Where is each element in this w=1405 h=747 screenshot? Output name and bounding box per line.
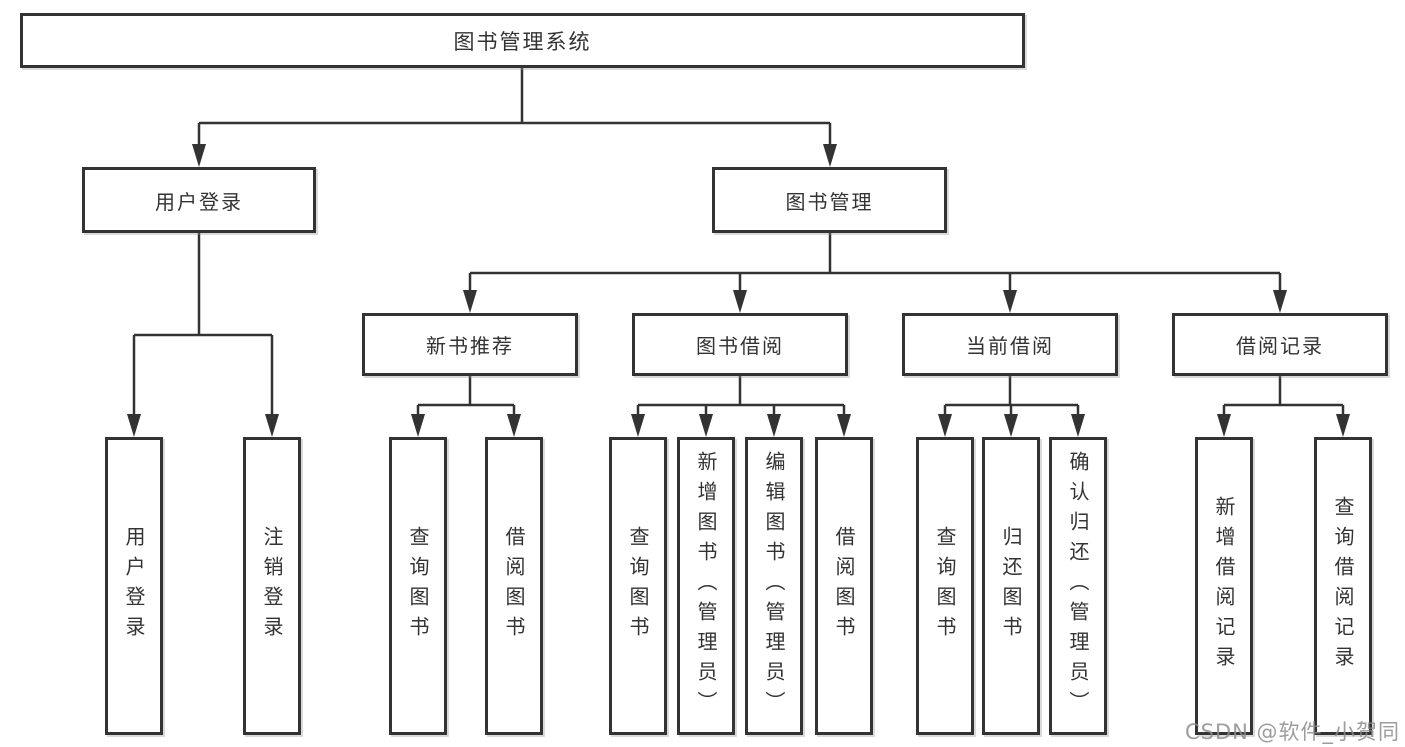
node-system-root: 图书管理系统: [20, 13, 1025, 68]
leaf-logout: 注销登录: [243, 437, 301, 735]
leaf-query-books-borrowing: 查询图书: [609, 437, 667, 735]
leaf-query-books-current: 查询图书: [916, 437, 974, 735]
watermark: CSDN @软件_小贺同学: [1185, 720, 1401, 744]
leaf-user-login: 用户登录: [105, 437, 163, 735]
node-current-borrowing: 当前借阅: [902, 313, 1118, 376]
leaf-add-book-admin: 新增图书（管理员）: [677, 437, 735, 735]
leaf-query-borrow-record: 查询借阅记录: [1314, 437, 1372, 735]
arrowheads: [127, 144, 1350, 437]
node-new-book-recommend: 新书推荐: [362, 313, 578, 376]
node-user-login: 用户登录: [82, 167, 316, 233]
leaf-borrow-books-recommend: 借阅图书: [485, 437, 543, 735]
leaf-edit-book-admin: 编辑图书（管理员）: [745, 437, 803, 735]
leaf-return-books: 归还图书: [982, 437, 1040, 735]
node-book-borrowing: 图书借阅: [632, 313, 848, 376]
leaf-add-borrow-record: 新增借阅记录: [1195, 437, 1253, 735]
node-borrowing-records: 借阅记录: [1172, 313, 1388, 376]
leaf-confirm-return-admin: 确认归还（管理员）: [1049, 437, 1107, 735]
leaf-query-books-recommend: 查询图书: [389, 437, 447, 735]
node-book-management: 图书管理: [712, 167, 947, 233]
leaf-borrow-books-borrowing: 借阅图书: [815, 437, 873, 735]
